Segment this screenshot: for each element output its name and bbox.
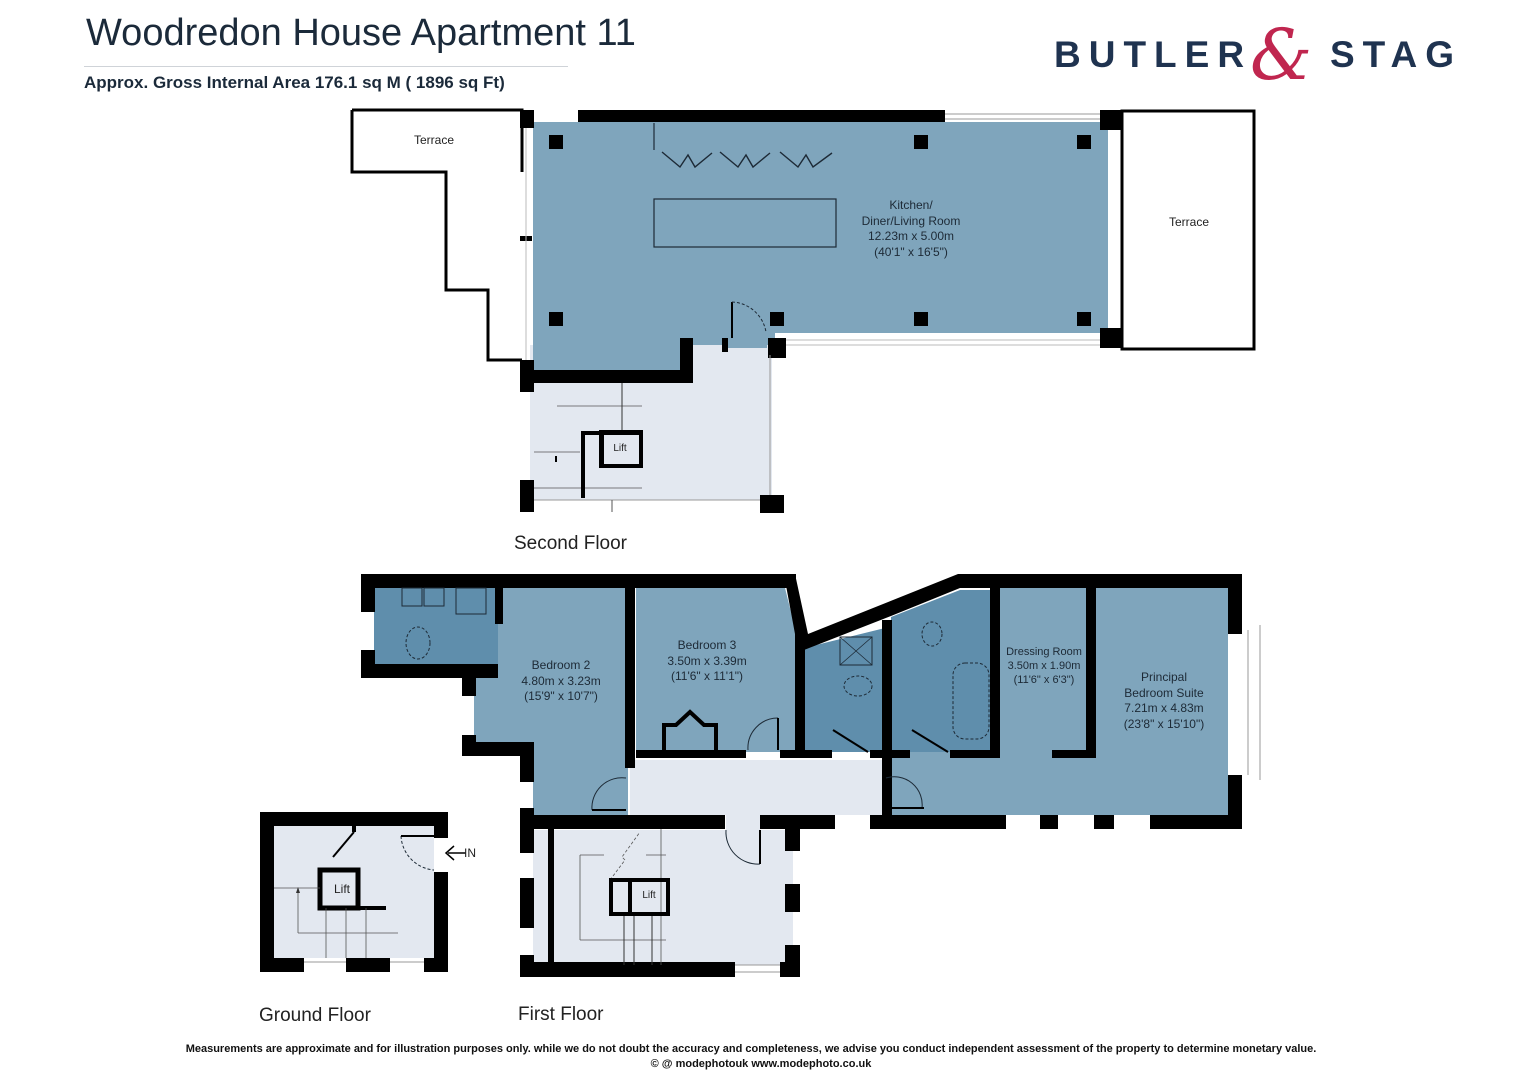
logo-ampersand: &	[1250, 14, 1313, 96]
room-name: Kitchen/	[889, 198, 933, 212]
room-name: Bedroom 2	[531, 658, 591, 672]
principal-bedroom-suite	[1096, 588, 1228, 815]
room-size-metric: 12.23m x 5.00m	[867, 229, 955, 243]
butler-stag-logo: BUTLER & STAG	[1054, 14, 1464, 96]
bedroom-3	[636, 588, 795, 752]
logo-word-stag: STAG	[1330, 34, 1463, 75]
room-size-metric: 4.80m x 3.23m	[521, 673, 601, 688]
dressing-room	[1000, 588, 1088, 752]
room-name-line2: Bedroom Suite	[1124, 685, 1204, 700]
bedroom-2	[474, 588, 628, 815]
room-size-metric: 7.21m x 4.83m	[1124, 701, 1204, 715]
first-floor-plan	[361, 574, 1261, 977]
second-floor-plan	[350, 108, 1256, 513]
room-size-imperial: (23'8" x 15'10")	[1123, 716, 1205, 731]
gross-area-label: Approx. Gross Internal Area 176.1 sq M (…	[84, 73, 505, 92]
kitchen-living-room	[533, 122, 1108, 370]
bathroom-bedroom-2	[374, 588, 498, 666]
ground-floor-plan	[260, 812, 466, 972]
floor-label-second: Second Floor	[514, 533, 628, 554]
first-floor-hallway	[630, 760, 882, 815]
entrance-label: IN	[464, 846, 476, 860]
room-size-imperial: (15'9" x 10'7")	[524, 689, 598, 703]
room-name: Bedroom 3	[677, 638, 737, 652]
room-name-line2: Diner/Living Room	[861, 213, 961, 228]
room-label-bedroom-3: Bedroom 3 3.50m x 3.39m (11'6" x 11'1")	[667, 638, 746, 685]
room-size-imperial: (11'6" x 6'3")	[1013, 674, 1075, 686]
room-size-imperial: (40'1" x 16'5")	[874, 244, 948, 259]
ensuite-bathroom	[891, 590, 992, 752]
first-floor-stair-hall	[533, 830, 793, 965]
lift-label-second-floor: Lift	[613, 443, 627, 454]
room-size-imperial: (11'6" x 11'1")	[670, 669, 744, 683]
room-label-dressing-room: Dressing Room 3.50m x 1.90m (11'6" x 6'3…	[1006, 645, 1082, 687]
room-name: Dressing Room	[1006, 646, 1082, 658]
lift-label-first-floor: Lift	[642, 890, 656, 901]
room-label-principal-bedroom-suite: Principal Bedroom Suite 7.21m x 4.83m (2…	[1124, 670, 1204, 732]
room-label-bedroom-2: Bedroom 2 4.80m x 3.23m (15'9" x 10'7")	[521, 658, 600, 705]
shower-room	[804, 628, 885, 752]
right-terrace	[1120, 109, 1256, 351]
floor-label-ground: Ground Floor	[259, 1005, 371, 1026]
left-terrace-outline	[350, 108, 524, 362]
title-divider	[84, 66, 568, 67]
left-terrace-label: Terrace	[413, 133, 455, 147]
page-title: Woodredon House Apartment 11	[86, 12, 636, 54]
room-size-metric: 3.50m x 1.90m	[1007, 660, 1081, 672]
room-size-metric: 3.50m x 3.39m	[667, 653, 747, 668]
credit-text: © @ modephotouk www.modephoto.co.uk	[650, 1058, 872, 1070]
room-name: Principal	[1140, 670, 1188, 684]
right-terrace-label: Terrace	[1168, 215, 1210, 229]
disclaimer-text: Measurements are approximate and for ill…	[185, 1043, 1317, 1055]
floor-label-first: First Floor	[518, 1004, 604, 1025]
room-label-kitchen-diner-living: Kitchen/ Diner/Living Room 12.23m x 5.00…	[862, 198, 961, 260]
lift-label-ground-floor: Lift	[333, 882, 351, 896]
logo-word-butler: BUTLER	[1054, 34, 1253, 75]
